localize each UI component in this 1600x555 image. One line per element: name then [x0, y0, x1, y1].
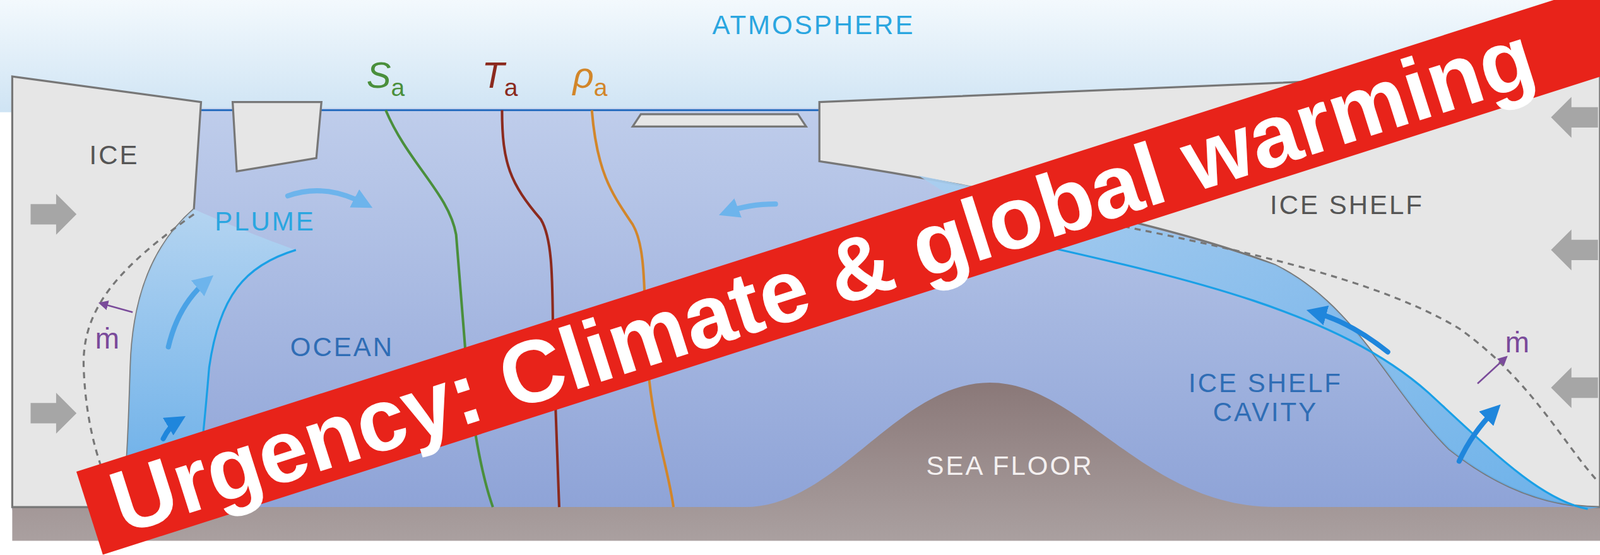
iceberg: [232, 102, 322, 172]
region-label: ICE SHELF CAVITY: [1158, 368, 1373, 427]
mass-flux-label: ṁ: [95, 322, 120, 355]
variable-label: Ta: [481, 54, 518, 103]
variable-label: Sa: [366, 54, 405, 103]
temperature-profile: [501, 110, 560, 508]
region-label: OCEAN: [290, 332, 394, 362]
variable-label: ρa: [573, 54, 608, 103]
mass-flux-label: ṁ: [1505, 326, 1530, 359]
region-label: ATMOSPHERE: [712, 10, 916, 40]
region-label: PLUME: [214, 207, 316, 237]
region-label: ICE SHELF: [1269, 190, 1424, 220]
region-label: SEA FLOOR: [925, 451, 1094, 481]
plume-boundary: [1020, 240, 1589, 509]
sea-ice: [632, 114, 806, 127]
region-label: ICE: [88, 140, 139, 170]
